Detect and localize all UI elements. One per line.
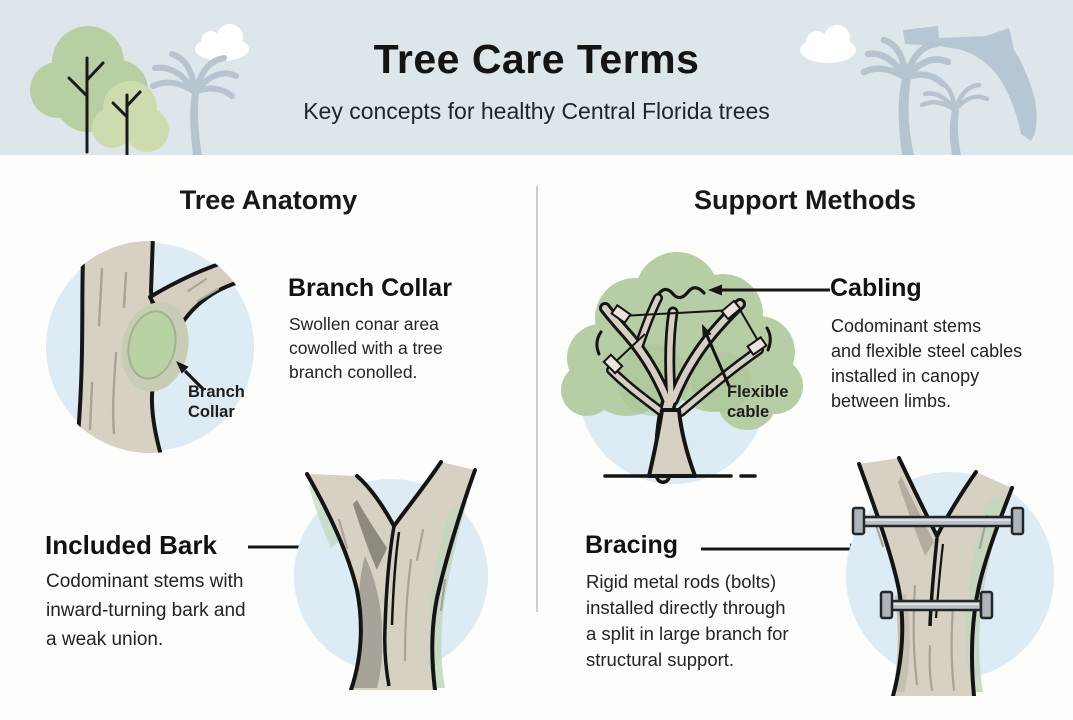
arrow-icon — [176, 361, 206, 392]
term-branch-collar: Branch Collar — [288, 274, 452, 302]
bracing-diagram — [846, 456, 1054, 696]
description-included-bark: Codominant stems with inward-turning bar… — [46, 571, 246, 650]
header-banner: Tree Care Terms Key concepts for healthy… — [0, 0, 1073, 155]
cable-clamps — [602, 299, 768, 375]
cabling-diagram — [561, 252, 803, 484]
cloud-icon — [195, 24, 249, 61]
page-title: Tree Care Terms — [373, 36, 700, 82]
arrow-icon — [702, 324, 731, 387]
brace-rod — [851, 506, 1025, 536]
branch-collar-callout-label: Branch Collar — [188, 383, 245, 421]
term-bracing: Bracing — [585, 531, 679, 559]
page-subtitle: Key concepts for healthy Central Florida… — [303, 98, 770, 124]
cloud-icon — [800, 25, 856, 63]
included-bark-diagram — [294, 460, 488, 690]
section-heading-tree-anatomy: Tree Anatomy — [179, 185, 358, 215]
section-heading-support-methods: Support Methods — [694, 185, 916, 215]
palm-tree-icon — [150, 51, 239, 155]
column-divider — [536, 186, 538, 612]
small-tree-icon — [92, 81, 169, 155]
term-cabling: Cabling — [830, 274, 922, 302]
branch-collar-diagram — [46, 241, 256, 453]
small-palm-tree-icon — [919, 78, 990, 155]
florida-state-icon — [903, 26, 1037, 141]
palm-tree-icon — [860, 36, 952, 155]
flexible-cable-callout-label: Flexible cable — [727, 383, 789, 421]
arrow-icon — [708, 284, 830, 296]
description-bracing: Rigid metal rods (bolts) installed direc… — [586, 571, 789, 670]
description-cabling: Codominant stems and flexible steel cabl… — [831, 316, 1023, 411]
brace-rod — [879, 590, 994, 620]
header-right-decoration — [800, 25, 1037, 155]
term-included-bark: Included Bark — [45, 530, 217, 560]
header-left-decoration — [30, 24, 249, 155]
description-branch-collar: Swollen conar area cowolled with a tree … — [289, 314, 443, 382]
